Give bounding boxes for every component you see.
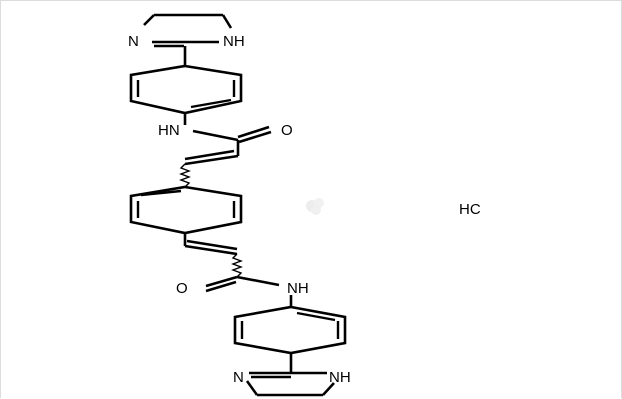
bottom-vinyl-double-b	[186, 239, 238, 251]
bottom-imidazoline-nh-label: NH	[329, 369, 351, 386]
top-phenyl-inner-bottom	[190, 98, 232, 109]
bottom-imidazoline-n-label: N	[233, 369, 244, 386]
top-vinyl-wavy-bond	[179, 163, 191, 188]
top-imidazoline-n-label: N	[128, 33, 139, 50]
middle-phenyl-inner-top	[140, 189, 182, 197]
bottom-imidazoline-bond-c-nh	[322, 382, 335, 396]
bottom-amide-o-label: O	[176, 280, 188, 297]
top-amide-o-label: O	[281, 122, 293, 139]
counter-ion-label: HC	[459, 201, 481, 218]
top-vinyl-double-b	[184, 149, 235, 161]
top-amide-bond-c-o-a	[237, 125, 270, 139]
top-imidazoline-bond-c-nh	[221, 14, 233, 29]
bottom-imidazoline-ring	[245, 371, 335, 397]
bottom-amide-group	[205, 275, 280, 293]
bottom-amide-nh-label: NH	[287, 280, 309, 297]
bottom-vinyl-group	[183, 233, 243, 278]
faint-blur-dot	[306, 198, 324, 215]
top-vinyl-double-a	[184, 154, 239, 166]
bottom-imidazoline-bond-n-c	[245, 380, 259, 396]
top-amide-group	[192, 125, 272, 156]
bottom-vinyl-double-a	[184, 244, 238, 256]
bottom-phenyl-ring	[233, 305, 347, 355]
bottom-phenyl-inner-top	[296, 311, 336, 322]
top-phenyl-outer	[129, 64, 243, 115]
bottom-amide-bond-c-n	[236, 275, 280, 287]
top-amide-hn-label: HN	[158, 122, 180, 139]
top-vinyl-group	[179, 149, 239, 188]
top-imidazoline-ring	[143, 13, 233, 48]
bottom-amide-bond-c-o-b	[205, 280, 237, 293]
top-imidazoline-nh-label: NH	[223, 33, 245, 50]
bottom-phenyl-outer	[233, 305, 347, 355]
top-phenyl-ring	[129, 64, 243, 115]
middle-phenyl-ring	[129, 185, 243, 235]
bottom-vinyl-wavy-bond	[231, 253, 243, 278]
top-imidazoline-bond-n-c	[143, 14, 155, 26]
top-amide-bond-c-o-b	[238, 130, 272, 144]
bottom-amide-bond-c-o-a	[205, 275, 238, 288]
top-amide-bond-n-c	[192, 129, 239, 142]
